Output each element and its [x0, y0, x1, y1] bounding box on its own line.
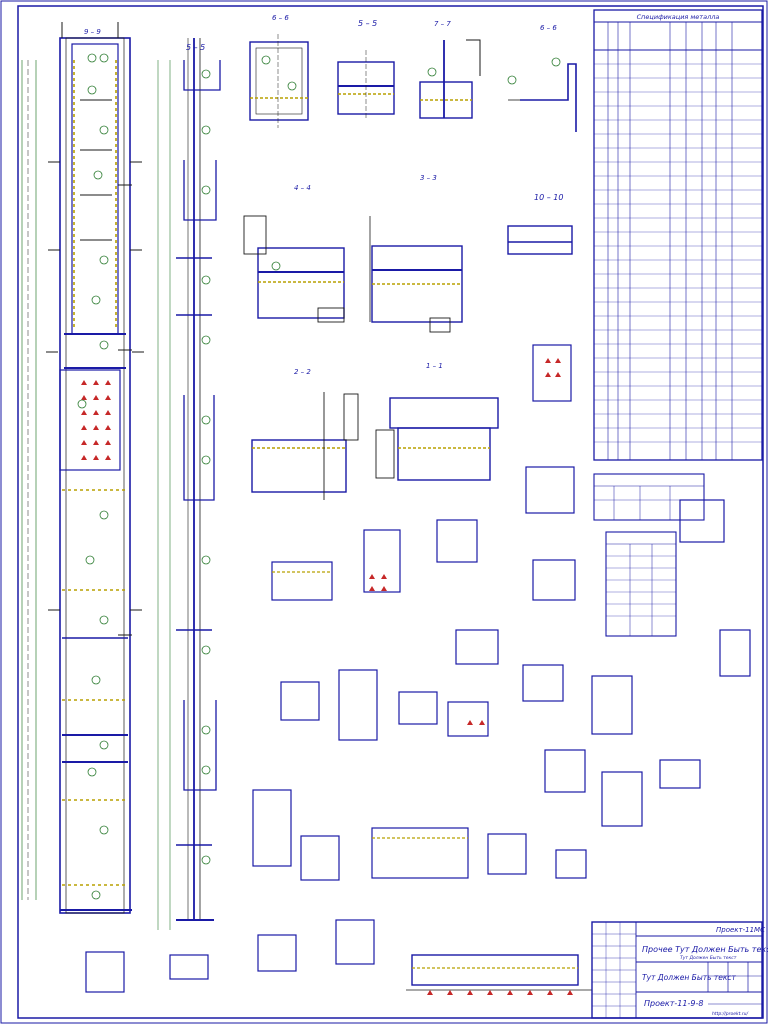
section-label-5-5: 5 – 5	[358, 19, 377, 28]
drawing-title: Прочее Тут Должен Быть текст	[642, 945, 768, 954]
section-label-9-9: 9 – 9	[84, 28, 101, 36]
section-label-2-2: 2 – 2	[294, 368, 311, 376]
title-block	[591, 921, 763, 1019]
spec-table-title: Спецификация металла	[637, 13, 720, 21]
sheet-title: Тут Должен Быть текст	[642, 973, 737, 982]
section-detail-6-6	[337, 50, 395, 120]
section-label-10-10: 10 – 10	[534, 193, 563, 202]
section-label-6-6-right: 6 – 6	[540, 24, 557, 32]
site-url: http://proekt.ru/	[712, 1011, 749, 1017]
plate-details	[85, 344, 751, 993]
section-label-1-1: 1 – 1	[426, 362, 443, 370]
section-label-6-6: 6 – 6	[272, 14, 289, 22]
section-detail-2-2	[251, 392, 359, 500]
column-elevation-side	[157, 38, 221, 930]
inner-frame	[17, 5, 764, 1019]
section-detail-3-3	[369, 216, 463, 333]
bolt-summary-table	[593, 473, 705, 521]
spec-table	[593, 9, 763, 461]
drawing-code: Проект-11-9-8	[644, 999, 703, 1008]
steel-summary-table	[605, 531, 677, 637]
section-label-5-5-side: 5 – 5	[186, 43, 205, 52]
section-label-4-4: 4 – 4	[294, 184, 311, 192]
section-detail-3-3-left	[243, 215, 345, 323]
bolt-plate-details	[271, 358, 592, 995]
section-detail-7-7	[419, 39, 481, 119]
section-detail-1-1	[375, 397, 499, 481]
section-detail-10-10	[507, 225, 573, 255]
project-code: Проект-11МС	[716, 926, 765, 934]
column-elevation-main	[21, 22, 144, 914]
section-detail-6-6b	[507, 57, 577, 132]
drawing-subtitle: Тут Должен Быть текст	[680, 955, 737, 961]
section-label-3-3: 3 – 3	[420, 174, 437, 182]
section-label-7-7: 7 – 7	[434, 20, 451, 28]
section-detail-5-5	[249, 34, 309, 128]
